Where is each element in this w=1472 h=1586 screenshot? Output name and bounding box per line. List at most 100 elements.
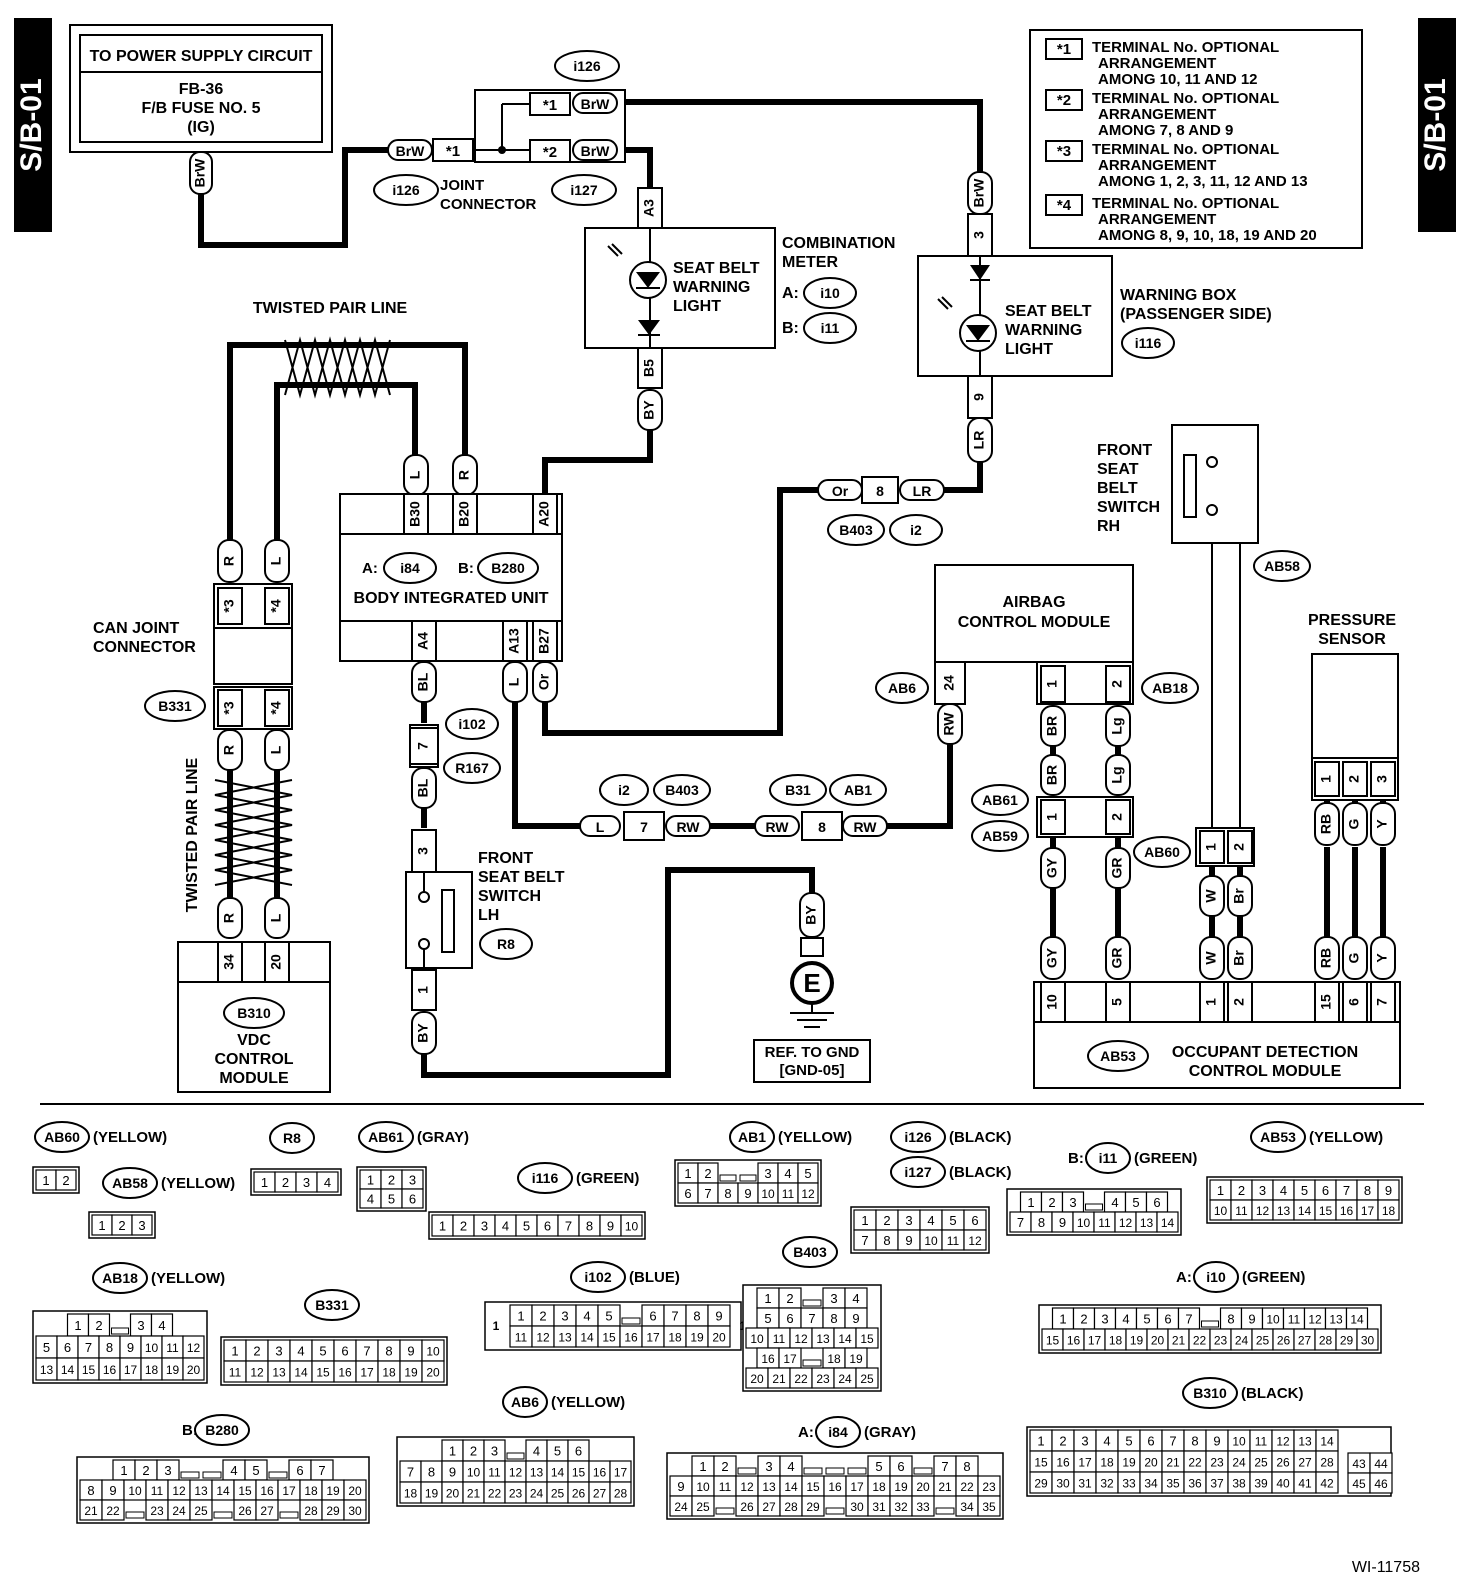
wb-lamp-3: LIGHT <box>1005 341 1053 358</box>
inline-bot-num: 7 <box>640 819 648 835</box>
connector-pin: 24 <box>1235 1334 1249 1348</box>
connector-pin: 15 <box>1046 1334 1060 1348</box>
connector-id: R8 <box>283 1130 301 1146</box>
meter-a-label: A: <box>782 285 799 302</box>
lh-pin-top: 3 <box>415 847 431 855</box>
connector-color: (GREEN) <box>1242 1269 1305 1286</box>
wb-conn: i116 <box>1135 335 1162 351</box>
connector-pin: 2 <box>142 1463 149 1478</box>
lh-conn: R8 <box>497 936 515 952</box>
connector-pin: 6 <box>649 1309 656 1324</box>
note-4-l3: AMONG 8, 9, 10, 18, 19 AND 20 <box>1098 227 1317 244</box>
connector-pin: 5 <box>804 1166 811 1181</box>
note-3-l1: TERMINAL No. OPTIONAL <box>1092 141 1279 158</box>
connector-key <box>737 1467 757 1475</box>
connector-cavity <box>1315 1471 1339 1494</box>
connector-pin: 2 <box>62 1173 69 1188</box>
joint-pin-2: *2 <box>543 144 557 161</box>
connector-pin: 5 <box>605 1309 612 1324</box>
connector-pin: 6 <box>64 1340 71 1355</box>
connector-pin: 6 <box>971 1213 978 1228</box>
warning-box: BrW 3 SEAT BELT WARNING LIGHT 9 LR WARNI… <box>917 171 1272 463</box>
connector-id: B331 <box>315 1297 349 1313</box>
connector-pin: 13 <box>1277 1204 1291 1218</box>
lh-l2: SEAT BELT <box>478 869 565 886</box>
connector-pin: 6 <box>786 1311 793 1326</box>
connector-pin: 24 <box>172 1504 186 1518</box>
wire-l-b30: L <box>407 470 423 479</box>
airbag-pin-1: 1 <box>1044 680 1060 688</box>
connector-pin: 2 <box>460 1219 467 1234</box>
connector-id-oval <box>890 1121 946 1153</box>
connector-pin: 10 <box>625 1220 639 1234</box>
connector-pin: 1 <box>42 1173 49 1188</box>
combination-meter: A3 SEAT BELT WARNING LIGHT B5 BY COMBINA… <box>584 187 895 431</box>
connector-pin: 17 <box>1088 1334 1102 1348</box>
vdc-l3: MODULE <box>219 1070 289 1087</box>
connector-pin: 9 <box>449 1465 456 1480</box>
connector-pin: 1 <box>449 1444 456 1459</box>
connector-view-i126: i126(BLACK) <box>890 1121 1011 1153</box>
connector-pin: 10 <box>1266 1313 1280 1327</box>
connector-id-oval <box>890 1156 946 1188</box>
connector-pin: 3 <box>1069 1195 1076 1210</box>
wb-pin-bot: 9 <box>971 393 987 401</box>
connector-pin: 3 <box>481 1219 488 1234</box>
connector-pin: 5 <box>252 1463 259 1478</box>
gnd-l2: [GND-05] <box>779 1062 844 1079</box>
can-label-2: CONNECTOR <box>93 639 196 656</box>
airbag-pin-2: 2 <box>1109 680 1125 688</box>
connector-pin: 21 <box>467 1487 481 1501</box>
pressure-pin-3: 3 <box>1374 775 1390 783</box>
twisted-side-label: TWISTED PAIR LINE <box>184 757 201 912</box>
vdc-pin-20: 20 <box>268 954 284 970</box>
connector-color: (BLUE) <box>629 1269 680 1286</box>
connector-id: B403 <box>793 1244 827 1260</box>
connector-pin: 15 <box>82 1363 96 1377</box>
connector-pin: 2 <box>470 1444 477 1459</box>
connector-pin: 27 <box>593 1487 607 1501</box>
odcm-pin-5: 5 <box>1109 998 1125 1006</box>
can-joint-connector: R L *3 *4 *3 *4 R L CAN JOINT CONNECTOR … <box>93 539 293 771</box>
connector-pin: 11 <box>782 1187 795 1201</box>
connector-cavity <box>1156 1211 1179 1233</box>
connector-pin: 6 <box>296 1463 303 1478</box>
pressure-l2: SENSOR <box>1318 631 1386 648</box>
connector-pin: 20 <box>446 1487 460 1501</box>
vdc-control-module: R L 34 20 B310 VDC CONTROL MODULE <box>177 897 331 1093</box>
connector-pin: 10 <box>761 1187 775 1201</box>
connector-pin: 4 <box>927 1213 934 1228</box>
connector-pin: 12 <box>1276 1435 1290 1449</box>
wire-br-1: BR <box>1044 716 1060 736</box>
odcm-pin-1: 1 <box>1203 998 1219 1006</box>
connector-cavity <box>189 1499 213 1521</box>
connector-pin: 19 <box>894 1480 908 1494</box>
connector-pin: 12 <box>536 1331 550 1345</box>
connector-pin: 11 <box>515 1331 528 1345</box>
connector-prefix: A: <box>798 1424 814 1441</box>
connector-pin: 14 <box>216 1484 230 1498</box>
connector-pin: 19 <box>425 1487 439 1501</box>
pressure-pin-1: 1 <box>1318 775 1334 783</box>
connector-pin: 15 <box>238 1484 252 1498</box>
connector-pin: 14 <box>61 1363 75 1377</box>
note-3-key: *3 <box>1057 143 1071 160</box>
connector-pin: 16 <box>1056 1456 1070 1470</box>
connector-color: (YELLOW) <box>778 1129 852 1146</box>
can-wire-r-bot: R <box>221 745 237 755</box>
wire-brw-2: BrW <box>581 143 611 159</box>
connector-key <box>268 1471 288 1479</box>
connector-pin: 30 <box>1056 1477 1070 1491</box>
connector-id-oval <box>1182 1377 1238 1409</box>
connector-pin: 4 <box>367 1192 374 1207</box>
vdc-wire-l: L <box>268 913 284 922</box>
connector-pin: 21 <box>84 1504 98 1518</box>
rh-l4: SWITCH <box>1097 499 1160 516</box>
connector-pin: 10 <box>1214 1204 1228 1218</box>
connector-pin: 13 <box>1140 1216 1154 1230</box>
connector-key <box>202 1471 222 1479</box>
connector-pin: 11 <box>229 1366 242 1380</box>
connector-pin: 16 <box>761 1352 775 1366</box>
